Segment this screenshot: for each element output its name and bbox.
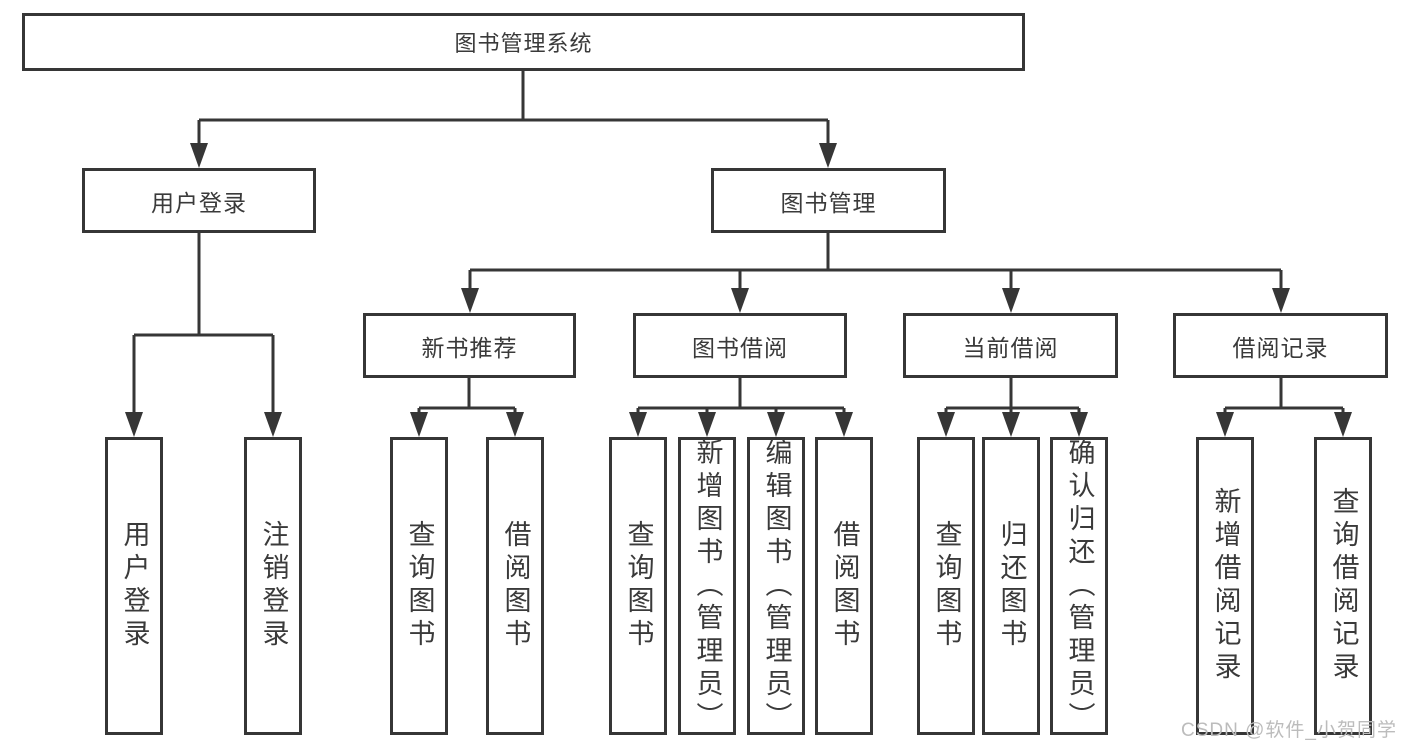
node-borrow-record-label: 借阅记录 [1232,334,1329,361]
node-root-label: 图书管理系统 [454,31,593,56]
connector-book-borrow [629,378,853,437]
leaf-current-confirm: 确认归还（管理员） [1050,437,1108,735]
connector-book-management [461,233,1290,313]
node-new-book-label: 新书推荐 [421,334,518,361]
connector-new-book [410,378,524,437]
leaf-borrow-edit: 编辑图书（管理员） [747,437,805,735]
connector-current-borrow [937,378,1088,437]
leaf-newbook-borrow: 借阅图书 [486,437,544,735]
leaf-borrow-book: 借阅图书 [815,437,873,735]
node-root: 图书管理系统 [22,13,1025,71]
node-borrow-record: 借阅记录 [1173,313,1388,378]
node-book-borrow: 图书借阅 [633,313,847,378]
leaf-user-login: 用户登录 [105,437,163,735]
leaf-logout: 注销登录 [244,437,302,735]
leaf-record-add: 新增借阅记录 [1196,437,1254,735]
leaf-newbook-query: 查询图书 [390,437,448,735]
node-user-login-label: 用户登录 [151,189,247,216]
node-book-borrow-label: 图书借阅 [692,334,788,361]
leaf-record-query: 查询借阅记录 [1314,437,1372,735]
connector-user-login [125,233,282,437]
node-current-borrow: 当前借阅 [903,313,1118,378]
node-user-login: 用户登录 [82,168,316,233]
node-book-management: 图书管理 [711,168,946,233]
connector-root [190,70,837,168]
leaf-current-return: 归还图书 [982,437,1040,735]
node-current-borrow-label: 当前借阅 [962,334,1059,361]
node-book-management-label: 图书管理 [780,189,877,216]
node-new-book: 新书推荐 [363,313,576,378]
leaf-borrow-query: 查询图书 [609,437,667,735]
leaf-current-query: 查询图书 [917,437,975,735]
connector-borrow-record [1216,378,1352,437]
watermark-text: CSDN @软件_小贺同学 [1181,720,1397,741]
leaf-borrow-add: 新增图书（管理员） [678,437,736,735]
